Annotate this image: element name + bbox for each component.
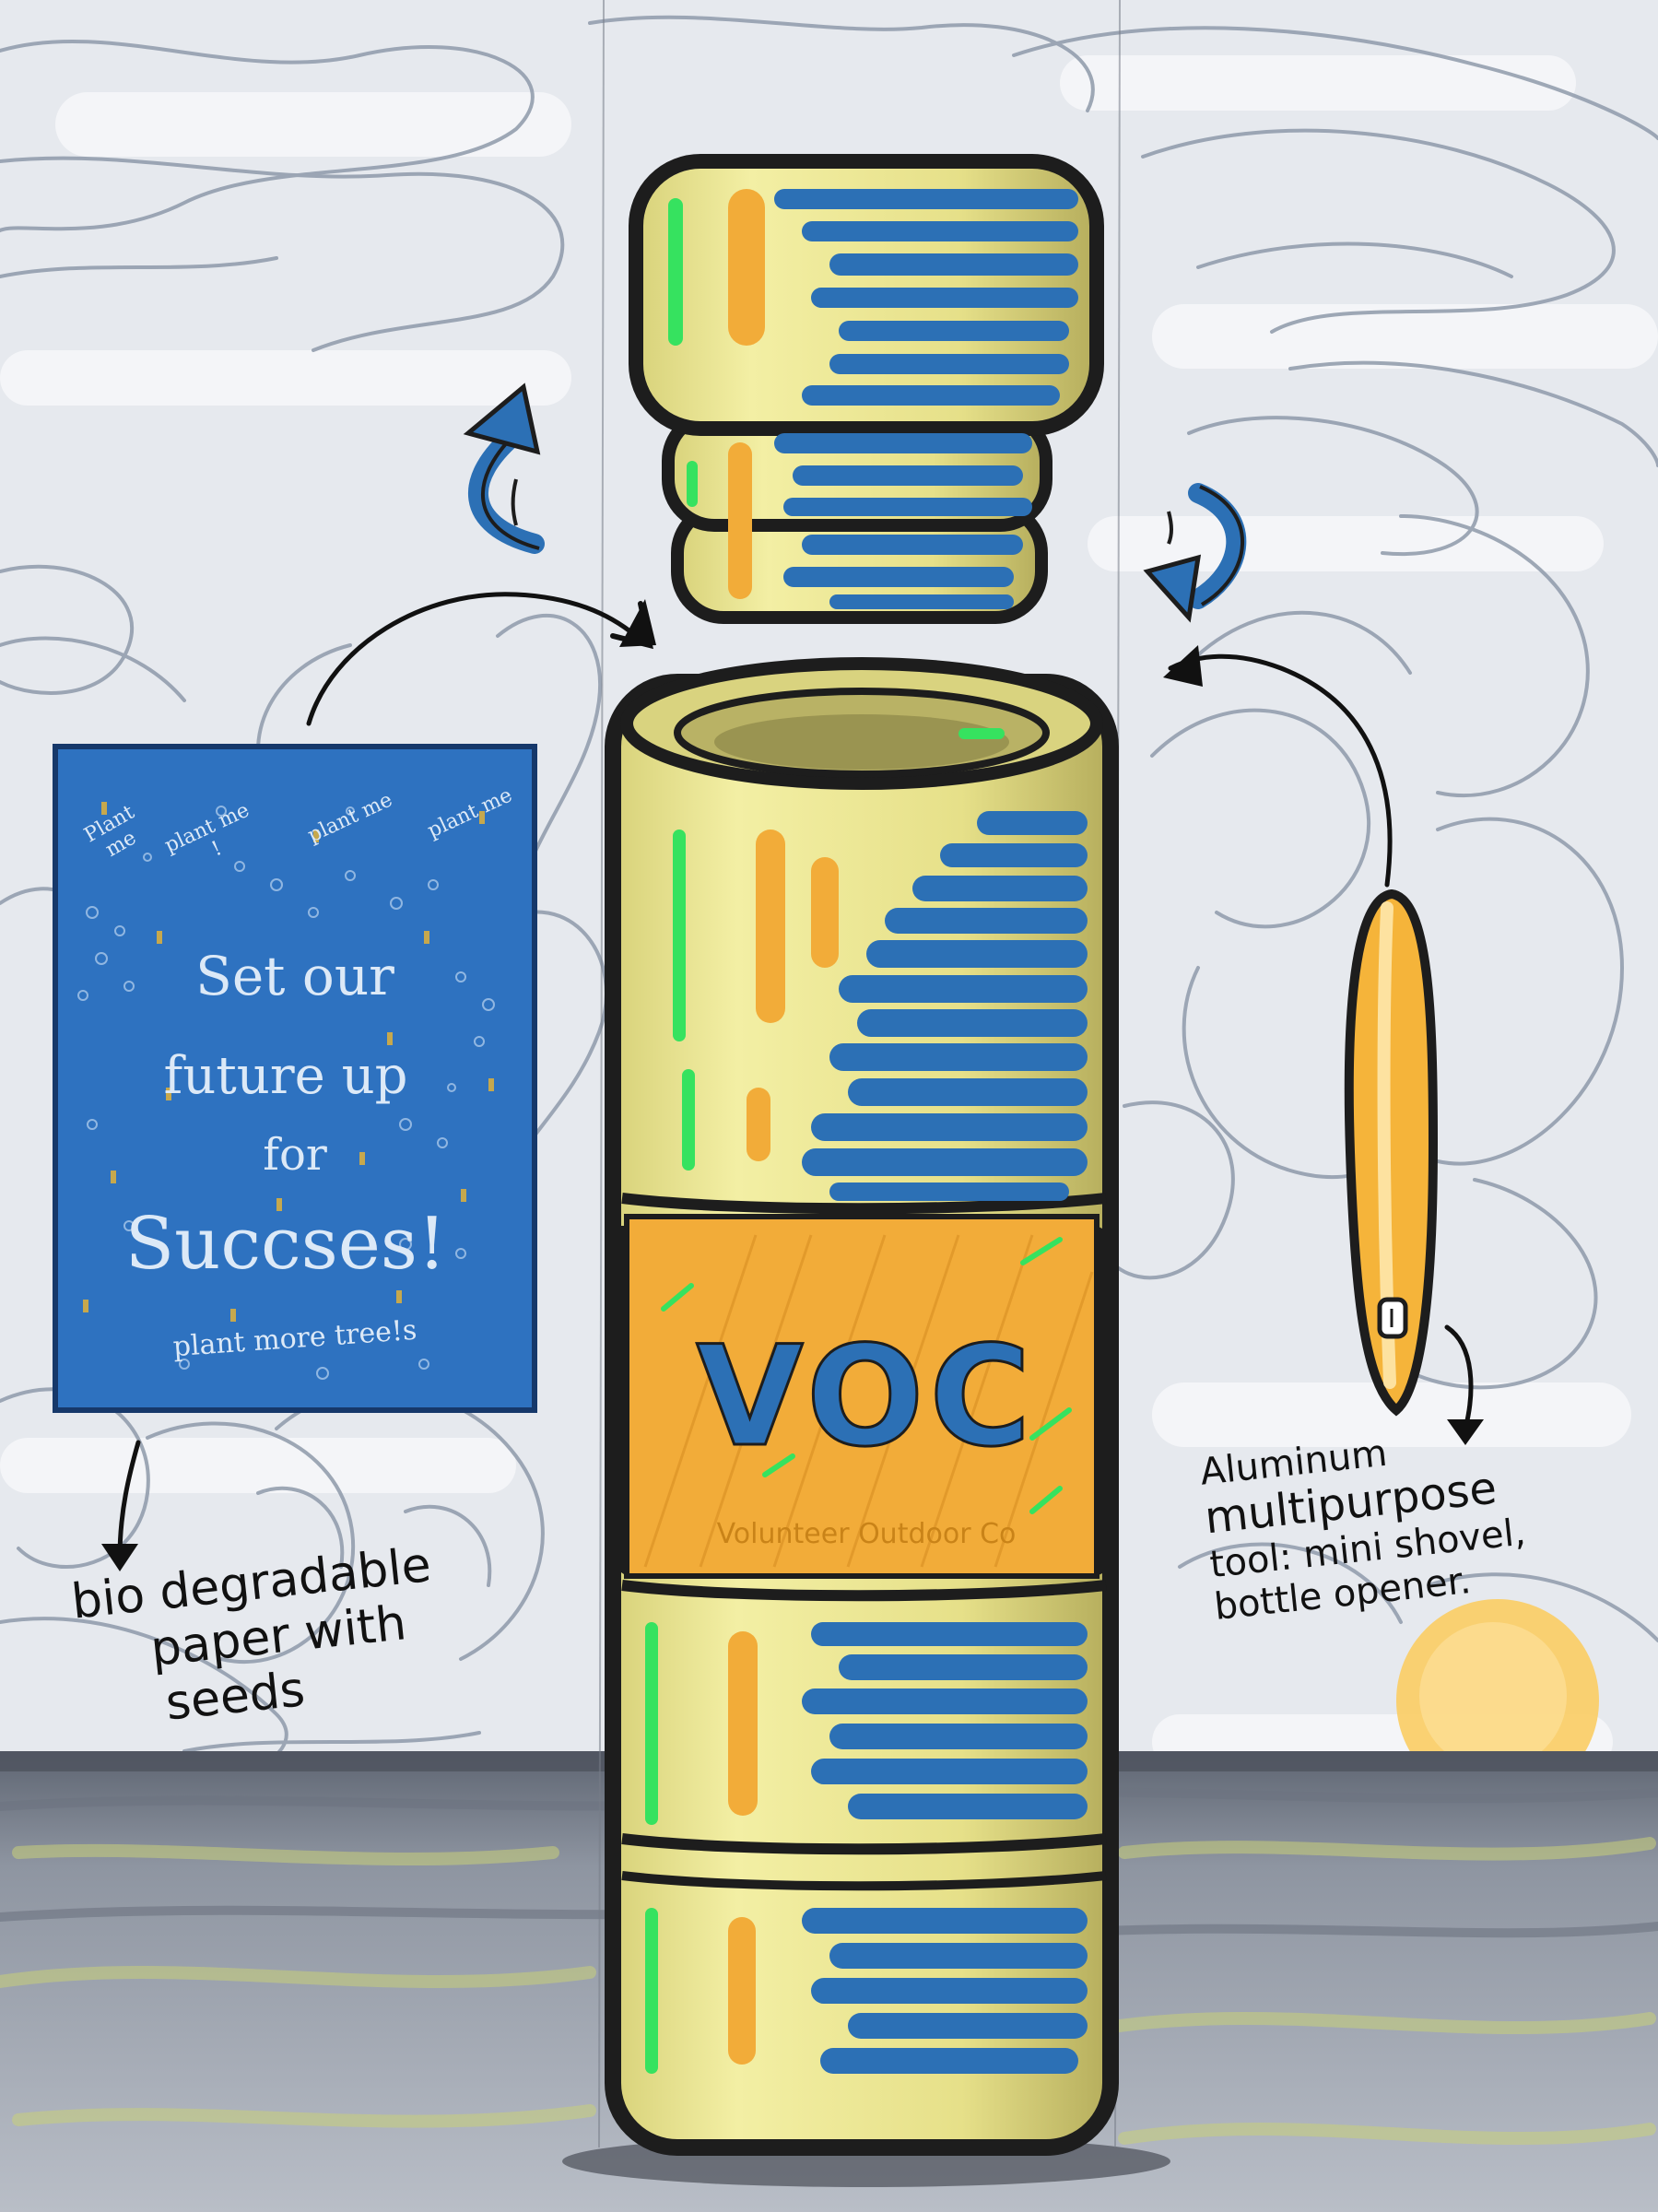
can-tagline: Volunteer Outdoor Co [716,1518,1017,1550]
multipurpose-tool [1344,888,1439,1417]
rotate-arrow-left [463,382,545,554]
bottle-body [605,657,1119,2156]
paper-headline-line1: Set our [195,945,394,1007]
can-brand: VOC [695,1317,1037,1478]
rotate-arrow-right [1143,483,1247,623]
paper-headline-line3: for [263,1129,327,1181]
seed-paper [53,744,537,1413]
arrow-paper-label [117,1440,141,1560]
arrow-tool-to-can [1168,653,1393,888]
paper-headline-line2: future up [163,1046,408,1106]
paper-headline-line4: Succses! [124,1203,447,1286]
arrow-tool-label [1444,1324,1474,1431]
bottle-lid [629,154,1104,624]
